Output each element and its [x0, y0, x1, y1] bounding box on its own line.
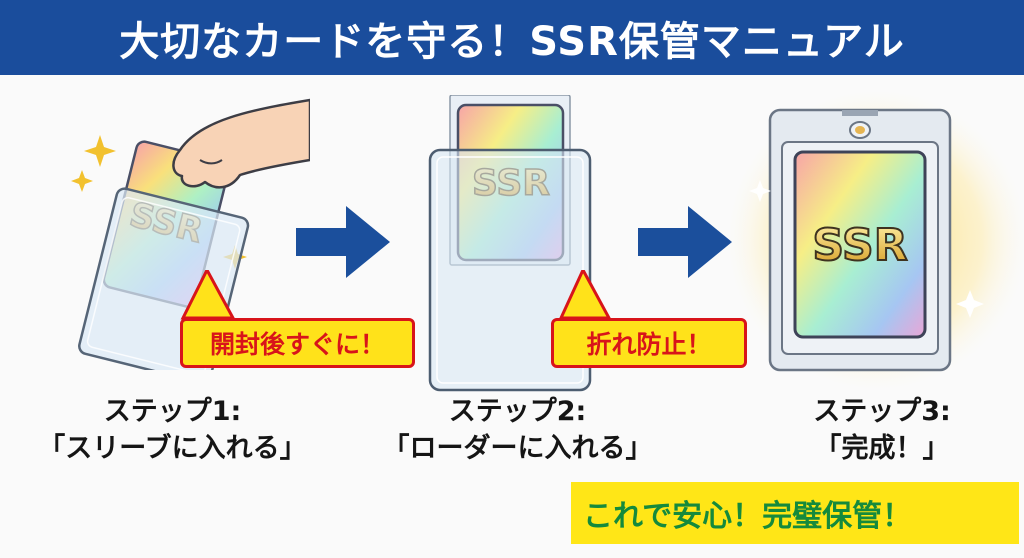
step2-title: ステップ2: [448, 396, 587, 427]
footer-banner-text: これで安心！完璧保管！ [583, 499, 913, 534]
sparkle-icon [84, 135, 116, 167]
step1-action: 「スリーブに入れる」 [38, 433, 307, 464]
step2-callout: 折れ防止！ [551, 318, 747, 368]
step3-title: ステップ3: [813, 396, 951, 427]
step1-callout: 開封後すぐに！ [180, 318, 415, 368]
title-banner: 大切なカードを守る！SSR保管マニュアル [0, 0, 1024, 75]
step2-action: 「ローダーに入れる」 [382, 433, 653, 464]
toploader-with-card-icon: SSR [428, 94, 592, 392]
svg-text:SSR: SSR [812, 220, 907, 271]
footer-banner: これで安心！完璧保管！ [571, 482, 1019, 544]
step1-callout-text: 開封後すぐに！ [209, 330, 385, 359]
callout-pointer [558, 270, 612, 320]
sleeve-with-card-icon: SSR [71, 98, 312, 385]
arrow-right-icon [638, 206, 734, 278]
step1-label: ステップ1: 「スリーブに入れる」 [0, 393, 345, 467]
step3-label: ステップ3: 「完成！」 [740, 393, 1024, 467]
step3-action: 「完成！」 [814, 433, 950, 464]
callout-pointer [180, 270, 235, 320]
step2-illustration: SSR [425, 94, 605, 395]
magnetic-holder-with-card-icon: SSR [727, 90, 1024, 390]
step3-illustration: SSR [727, 90, 1024, 390]
page-title: 大切なカードを守る！SSR保管マニュアル [119, 18, 905, 65]
step2-label: ステップ2: 「ローダーに入れる」 [350, 393, 685, 467]
step1-title: ステップ1: [103, 396, 242, 427]
step1-illustration: SSR [30, 90, 312, 385]
arrow-right-icon [296, 206, 392, 278]
step2-callout-text: 折れ防止！ [586, 330, 712, 359]
